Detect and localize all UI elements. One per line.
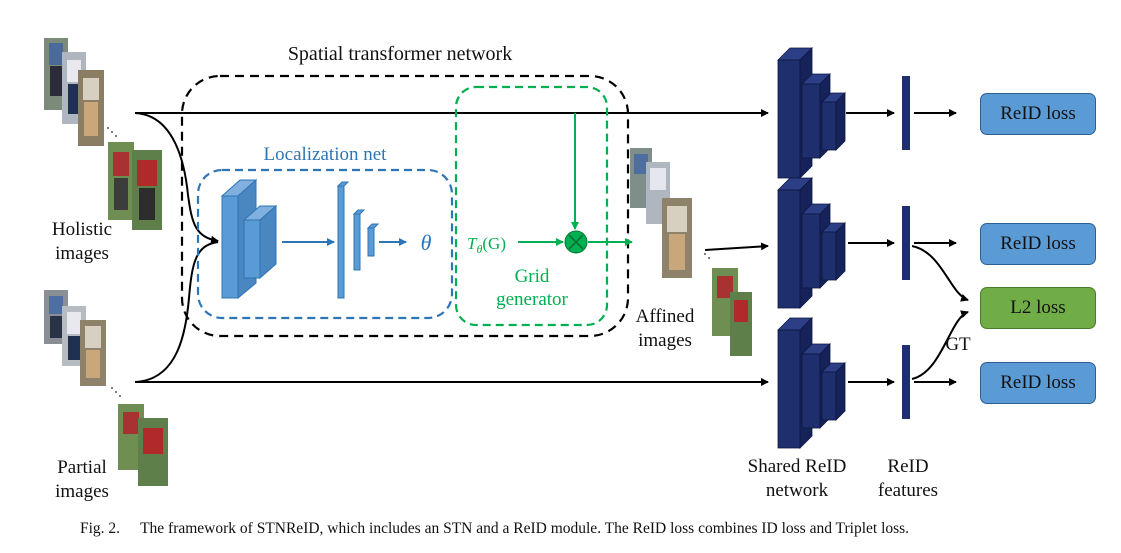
localization-title: Localization net bbox=[264, 144, 388, 165]
shared-reid-network bbox=[777, 47, 846, 449]
partial-label: images bbox=[55, 481, 109, 502]
holistic-label: Holistic bbox=[52, 219, 112, 240]
shared-network-label: Shared ReID bbox=[748, 456, 847, 477]
sampler-node bbox=[564, 230, 588, 254]
localization-box bbox=[196, 168, 454, 320]
feature-bar bbox=[902, 345, 910, 419]
network-block bbox=[777, 177, 846, 309]
transform-label: Tθ(G) bbox=[467, 234, 506, 256]
features-label: features bbox=[878, 480, 938, 501]
network-block bbox=[777, 317, 846, 449]
affined-label: Affined bbox=[636, 306, 695, 327]
caption-text: The framework of STNReID, which includes… bbox=[140, 520, 910, 537]
reid-loss-box-top: ReID loss bbox=[980, 93, 1096, 135]
affined-label: images bbox=[638, 330, 692, 351]
partial-image-stack bbox=[44, 290, 168, 486]
reid-loss-box-bottom: ReID loss bbox=[980, 362, 1096, 404]
affined-image-stack bbox=[630, 148, 752, 356]
fc-layers bbox=[336, 181, 380, 299]
figure-number: Fig. 2. bbox=[80, 520, 121, 537]
stn-title: Spatial transformer network bbox=[288, 43, 512, 65]
feature-arrows bbox=[846, 109, 969, 386]
feature-bar bbox=[902, 76, 910, 150]
main-arrows bbox=[134, 109, 769, 386]
features-label: ReID bbox=[887, 456, 928, 477]
figure-caption: Fig. 2. The framework of STNReID, which i… bbox=[80, 520, 909, 538]
reid-feature-bars bbox=[902, 76, 910, 419]
theta-symbol: θ bbox=[421, 230, 432, 255]
partial-label: Partial bbox=[57, 457, 107, 478]
gt-label: GT bbox=[945, 334, 971, 355]
grid-generator-box bbox=[454, 85, 609, 327]
network-block bbox=[777, 47, 846, 179]
grid-label: generator bbox=[496, 289, 568, 310]
l2-loss-box: L2 loss bbox=[980, 287, 1096, 329]
reid-loss-box-middle: ReID loss bbox=[980, 223, 1096, 265]
shared-network-label: network bbox=[766, 480, 829, 501]
grid-label: Grid bbox=[515, 266, 550, 287]
holistic-label: images bbox=[55, 243, 109, 264]
feature-bar bbox=[902, 206, 910, 280]
grid-arrows bbox=[518, 113, 633, 246]
localization-conv-block bbox=[220, 178, 278, 300]
stn-box bbox=[180, 74, 630, 338]
holistic-image-stack bbox=[44, 38, 162, 230]
